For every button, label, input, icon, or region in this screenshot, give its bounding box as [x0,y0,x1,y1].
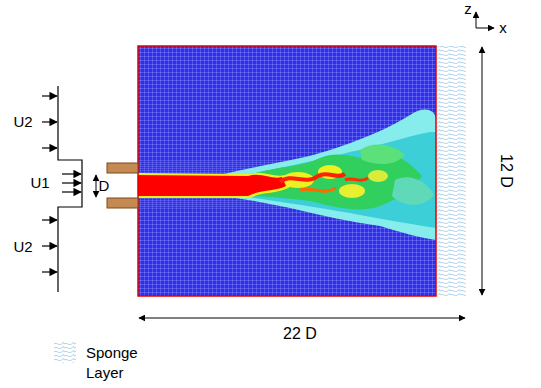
axis-label: x [499,20,507,37]
nozzle [107,163,138,208]
diameter-dimension [96,175,97,197]
dimension-label: D [99,178,110,195]
domain-grid [138,46,436,296]
velocity-label: U2 [13,239,32,256]
length-dimension [139,318,465,319]
legend-label: Sponge Layer [86,343,146,382]
jet-plume [138,110,436,240]
height-dimension [482,47,483,295]
dimension-label: 12 D [497,154,515,188]
legend-entry: Sponge Layer [54,341,146,382]
axis-label: z [464,1,472,18]
sponge-layer [437,46,466,296]
velocity-label: U2 [13,114,32,131]
domain-border [138,46,436,296]
axis-triad [476,12,494,28]
velocity-label: U1 [30,175,49,192]
dimension-label: 22 D [283,325,317,343]
legend-swatch [54,341,76,363]
